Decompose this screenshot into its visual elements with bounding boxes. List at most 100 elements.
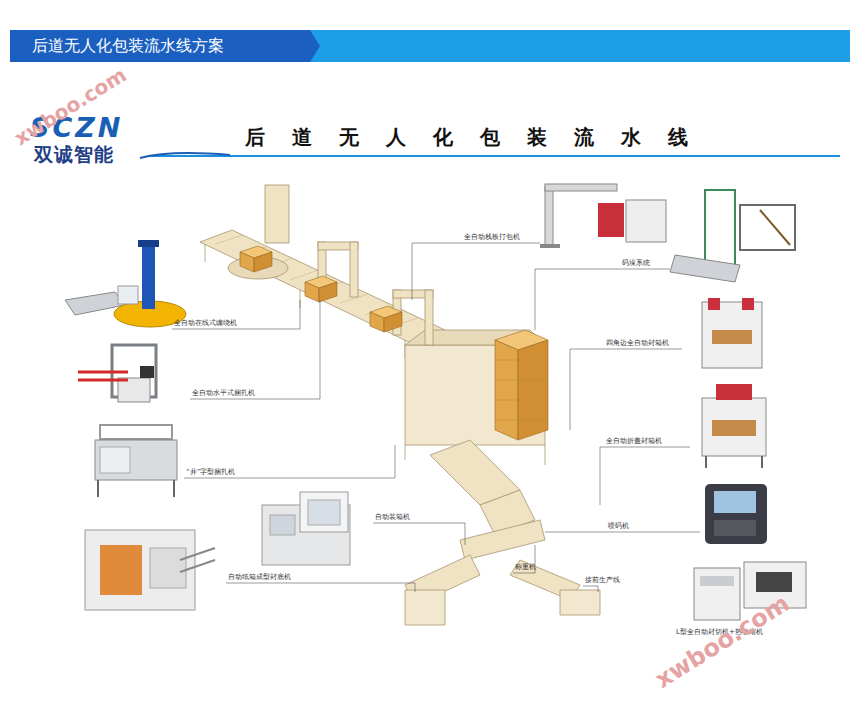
- callout-label: “井”字型捆扎机: [186, 468, 235, 477]
- case-packer: [308, 500, 340, 525]
- inkjet-printer: [714, 491, 756, 513]
- conveyor-line: [215, 235, 243, 244]
- case-sealer: [702, 298, 762, 368]
- callout-label: 全自动折盖封箱机: [606, 437, 662, 446]
- conveyor-line: [205, 244, 206, 262]
- pallet-stack: [495, 360, 548, 420]
- wrapping-machine: [138, 240, 159, 247]
- callout-label: 全自动在线式缠绕机: [174, 319, 237, 328]
- callout-label: 喷码机: [608, 522, 629, 531]
- carton-erector: [85, 530, 195, 610]
- carton: [370, 312, 384, 332]
- leader-line: [583, 586, 598, 592]
- wrapping-machine: [142, 243, 155, 309]
- inkjet-printer: [705, 484, 767, 544]
- wrapping-unit: [265, 185, 289, 243]
- case-packer: [270, 515, 295, 535]
- strapping-machine: [95, 440, 177, 480]
- strapping-machine: [173, 480, 175, 497]
- inkjet-printer: [714, 520, 756, 536]
- strapping-machine: [140, 366, 154, 378]
- watermark: xwboo.com: [650, 589, 795, 694]
- carton-erector: [100, 545, 142, 595]
- pallet-strapping-machine: [545, 186, 553, 246]
- pallet-stack: [495, 330, 548, 440]
- strapping-machine: [118, 378, 150, 402]
- conveyor-line: [200, 230, 600, 625]
- palletizing-system: [670, 190, 795, 282]
- strapping-machine: [100, 447, 130, 473]
- strapping-arch: [350, 242, 358, 297]
- carton: [254, 252, 272, 272]
- pallet-stack: [495, 340, 518, 440]
- pallet-stack: [495, 420, 548, 421]
- leader-line: [412, 243, 540, 300]
- callout-label: 全自动水平式捆扎机: [192, 389, 255, 398]
- callout-label: 四角边全自动封箱机: [606, 339, 669, 348]
- carton-erector: [180, 548, 215, 560]
- pallet-stack: [495, 400, 548, 401]
- conveyor-line: [405, 590, 445, 625]
- strapping-machine: [100, 425, 172, 439]
- strapping-machine: [95, 425, 177, 497]
- case-packer: [300, 492, 348, 532]
- callout-label: 接前生产线: [585, 576, 620, 585]
- leader-line: [513, 545, 535, 573]
- case-sealer: [702, 302, 762, 368]
- leader-line: [373, 523, 465, 545]
- pallet-strapping-machine: [545, 184, 617, 191]
- strapping-arch: [318, 242, 433, 345]
- palletizing-system: [705, 190, 735, 270]
- palletizing-system: [760, 210, 790, 245]
- inkjet-printer: [705, 484, 767, 544]
- palletizing-system: [740, 205, 795, 250]
- case-sealer: [702, 398, 766, 456]
- header-bar: [10, 30, 850, 62]
- shrink-machine: [756, 572, 792, 592]
- conveyor-line: [560, 590, 600, 615]
- case-packer: [262, 492, 350, 565]
- strapping-machine: [78, 371, 128, 374]
- case-sealer: [712, 330, 752, 344]
- leader-line: [600, 447, 690, 505]
- strapping-arch: [425, 290, 433, 345]
- strapping-machine: [97, 480, 99, 497]
- leader-line: [226, 583, 415, 592]
- case-sealer: [712, 420, 756, 436]
- carton-erector: [180, 560, 215, 572]
- leader-line: [535, 269, 670, 330]
- header-bar: [10, 30, 850, 62]
- callout-label: 称重机: [515, 563, 536, 572]
- header-text: 后道无人化包装流水线方案: [10, 30, 224, 62]
- carton-erector: [85, 530, 215, 610]
- pallet-stack: [518, 340, 548, 440]
- conveyor-line: [545, 445, 546, 465]
- case-sealer: [708, 298, 720, 310]
- wrapping-unit: [228, 185, 289, 279]
- leader-line: [172, 300, 300, 329]
- pallet-stack: [495, 380, 548, 381]
- strapping-machine: [78, 345, 156, 402]
- case-sealer: [716, 384, 752, 400]
- leader-line: [172, 243, 700, 592]
- pallet-strapping-machine: [626, 200, 666, 242]
- pallet-strapping-machine: [598, 203, 624, 237]
- carton-erector: [150, 548, 186, 588]
- strapping-machine: [78, 379, 128, 382]
- case-sealer: [702, 384, 766, 468]
- carton: [240, 252, 254, 272]
- pallet-strapping-machine: [540, 244, 560, 248]
- carton: [305, 282, 319, 302]
- page-title: 后道无人化包装流水线: [150, 124, 810, 150]
- case-sealer: [705, 456, 707, 468]
- shrink-machine: [694, 568, 740, 620]
- leader-line: [190, 300, 320, 399]
- conveyor-line: [460, 520, 545, 560]
- leader-line: [570, 349, 682, 430]
- wrapping-machine: [65, 240, 186, 327]
- carton: [384, 312, 402, 332]
- case-sealer: [761, 456, 763, 468]
- pallet-strapping-machine: [540, 184, 666, 248]
- callout-label: 码垛系统: [622, 259, 650, 268]
